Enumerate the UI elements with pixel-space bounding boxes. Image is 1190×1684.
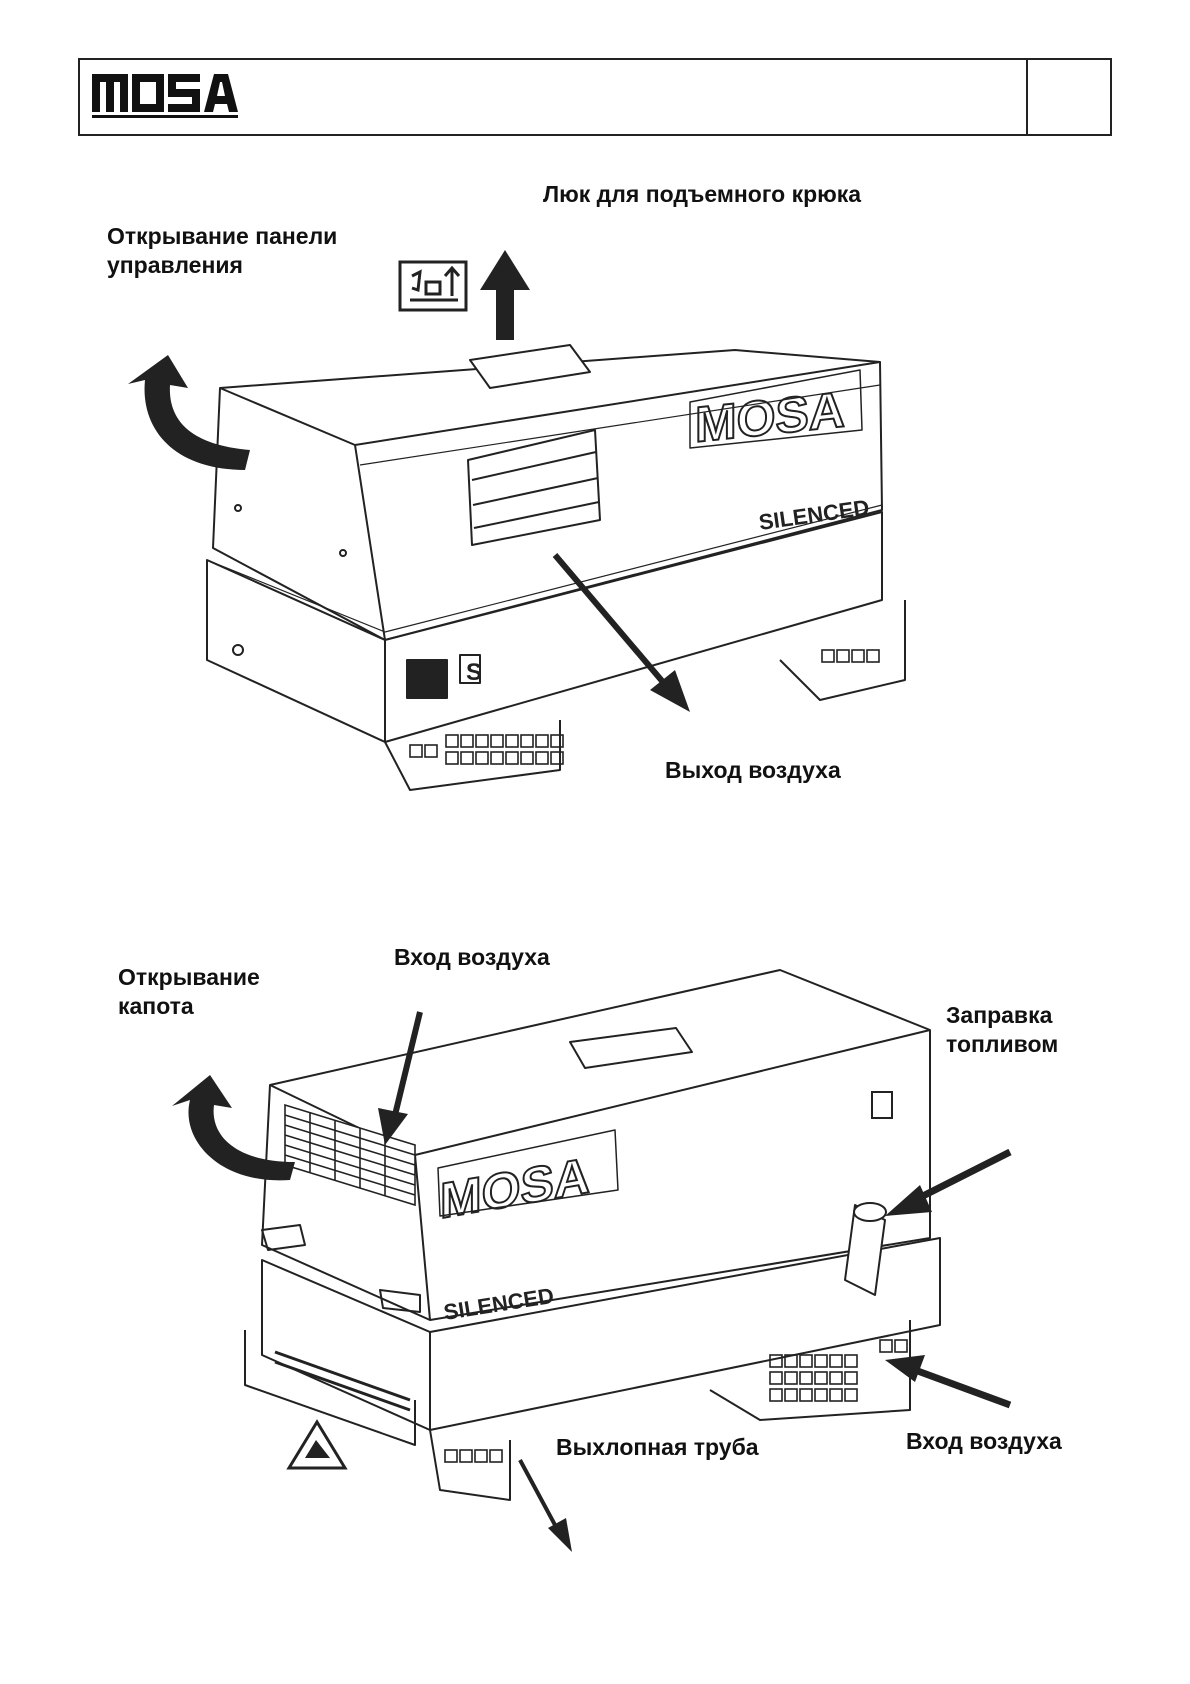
label-exhaust: Выхлопная труба bbox=[556, 1434, 759, 1460]
air-intake-arrow-icon bbox=[378, 1108, 408, 1145]
air-intake-arrow-icon bbox=[885, 1355, 925, 1382]
fuel-arrow-icon bbox=[885, 1185, 932, 1216]
fuel-cap-icon bbox=[871, 1091, 893, 1119]
figure-front-view: MOSA SILENCED S Люк для подъемного крюка… bbox=[0, 0, 1190, 800]
page-number-cell bbox=[1026, 60, 1110, 134]
curved-arrow-icon bbox=[128, 355, 250, 470]
lifting-hook-icon bbox=[398, 260, 468, 312]
page-header bbox=[78, 58, 1112, 136]
exhaust-arrow-icon bbox=[548, 1518, 572, 1552]
label-air-out: Выход воздуха bbox=[665, 757, 841, 783]
figure-rear-view: MOSA SILENCED Вход воздуха Открывание ка… bbox=[0, 900, 1190, 1600]
generator-front-drawing: MOSA SILENCED S bbox=[128, 250, 906, 791]
label-hood-open: Открывание капота bbox=[118, 964, 260, 1019]
label-hook-hatch: Люк для подъемного крюка bbox=[543, 181, 862, 207]
label-air-in-bottom: Вход воздуха bbox=[906, 1428, 1062, 1454]
side-s-mark: S bbox=[466, 659, 482, 686]
air-outlet-arrow-icon bbox=[650, 670, 690, 712]
label-refuel: Заправка топливом bbox=[946, 1002, 1059, 1057]
mosa-logo bbox=[92, 74, 238, 118]
up-arrow-icon bbox=[480, 250, 530, 340]
label-panel-open: Открывание панели управления bbox=[107, 223, 338, 278]
curved-arrow-icon bbox=[172, 1075, 295, 1181]
label-air-in-top: Вход воздуха bbox=[394, 944, 550, 970]
hot-surface-warning-icon bbox=[286, 1419, 348, 1470]
generator-rear-drawing: MOSA SILENCED bbox=[172, 969, 1012, 1552]
